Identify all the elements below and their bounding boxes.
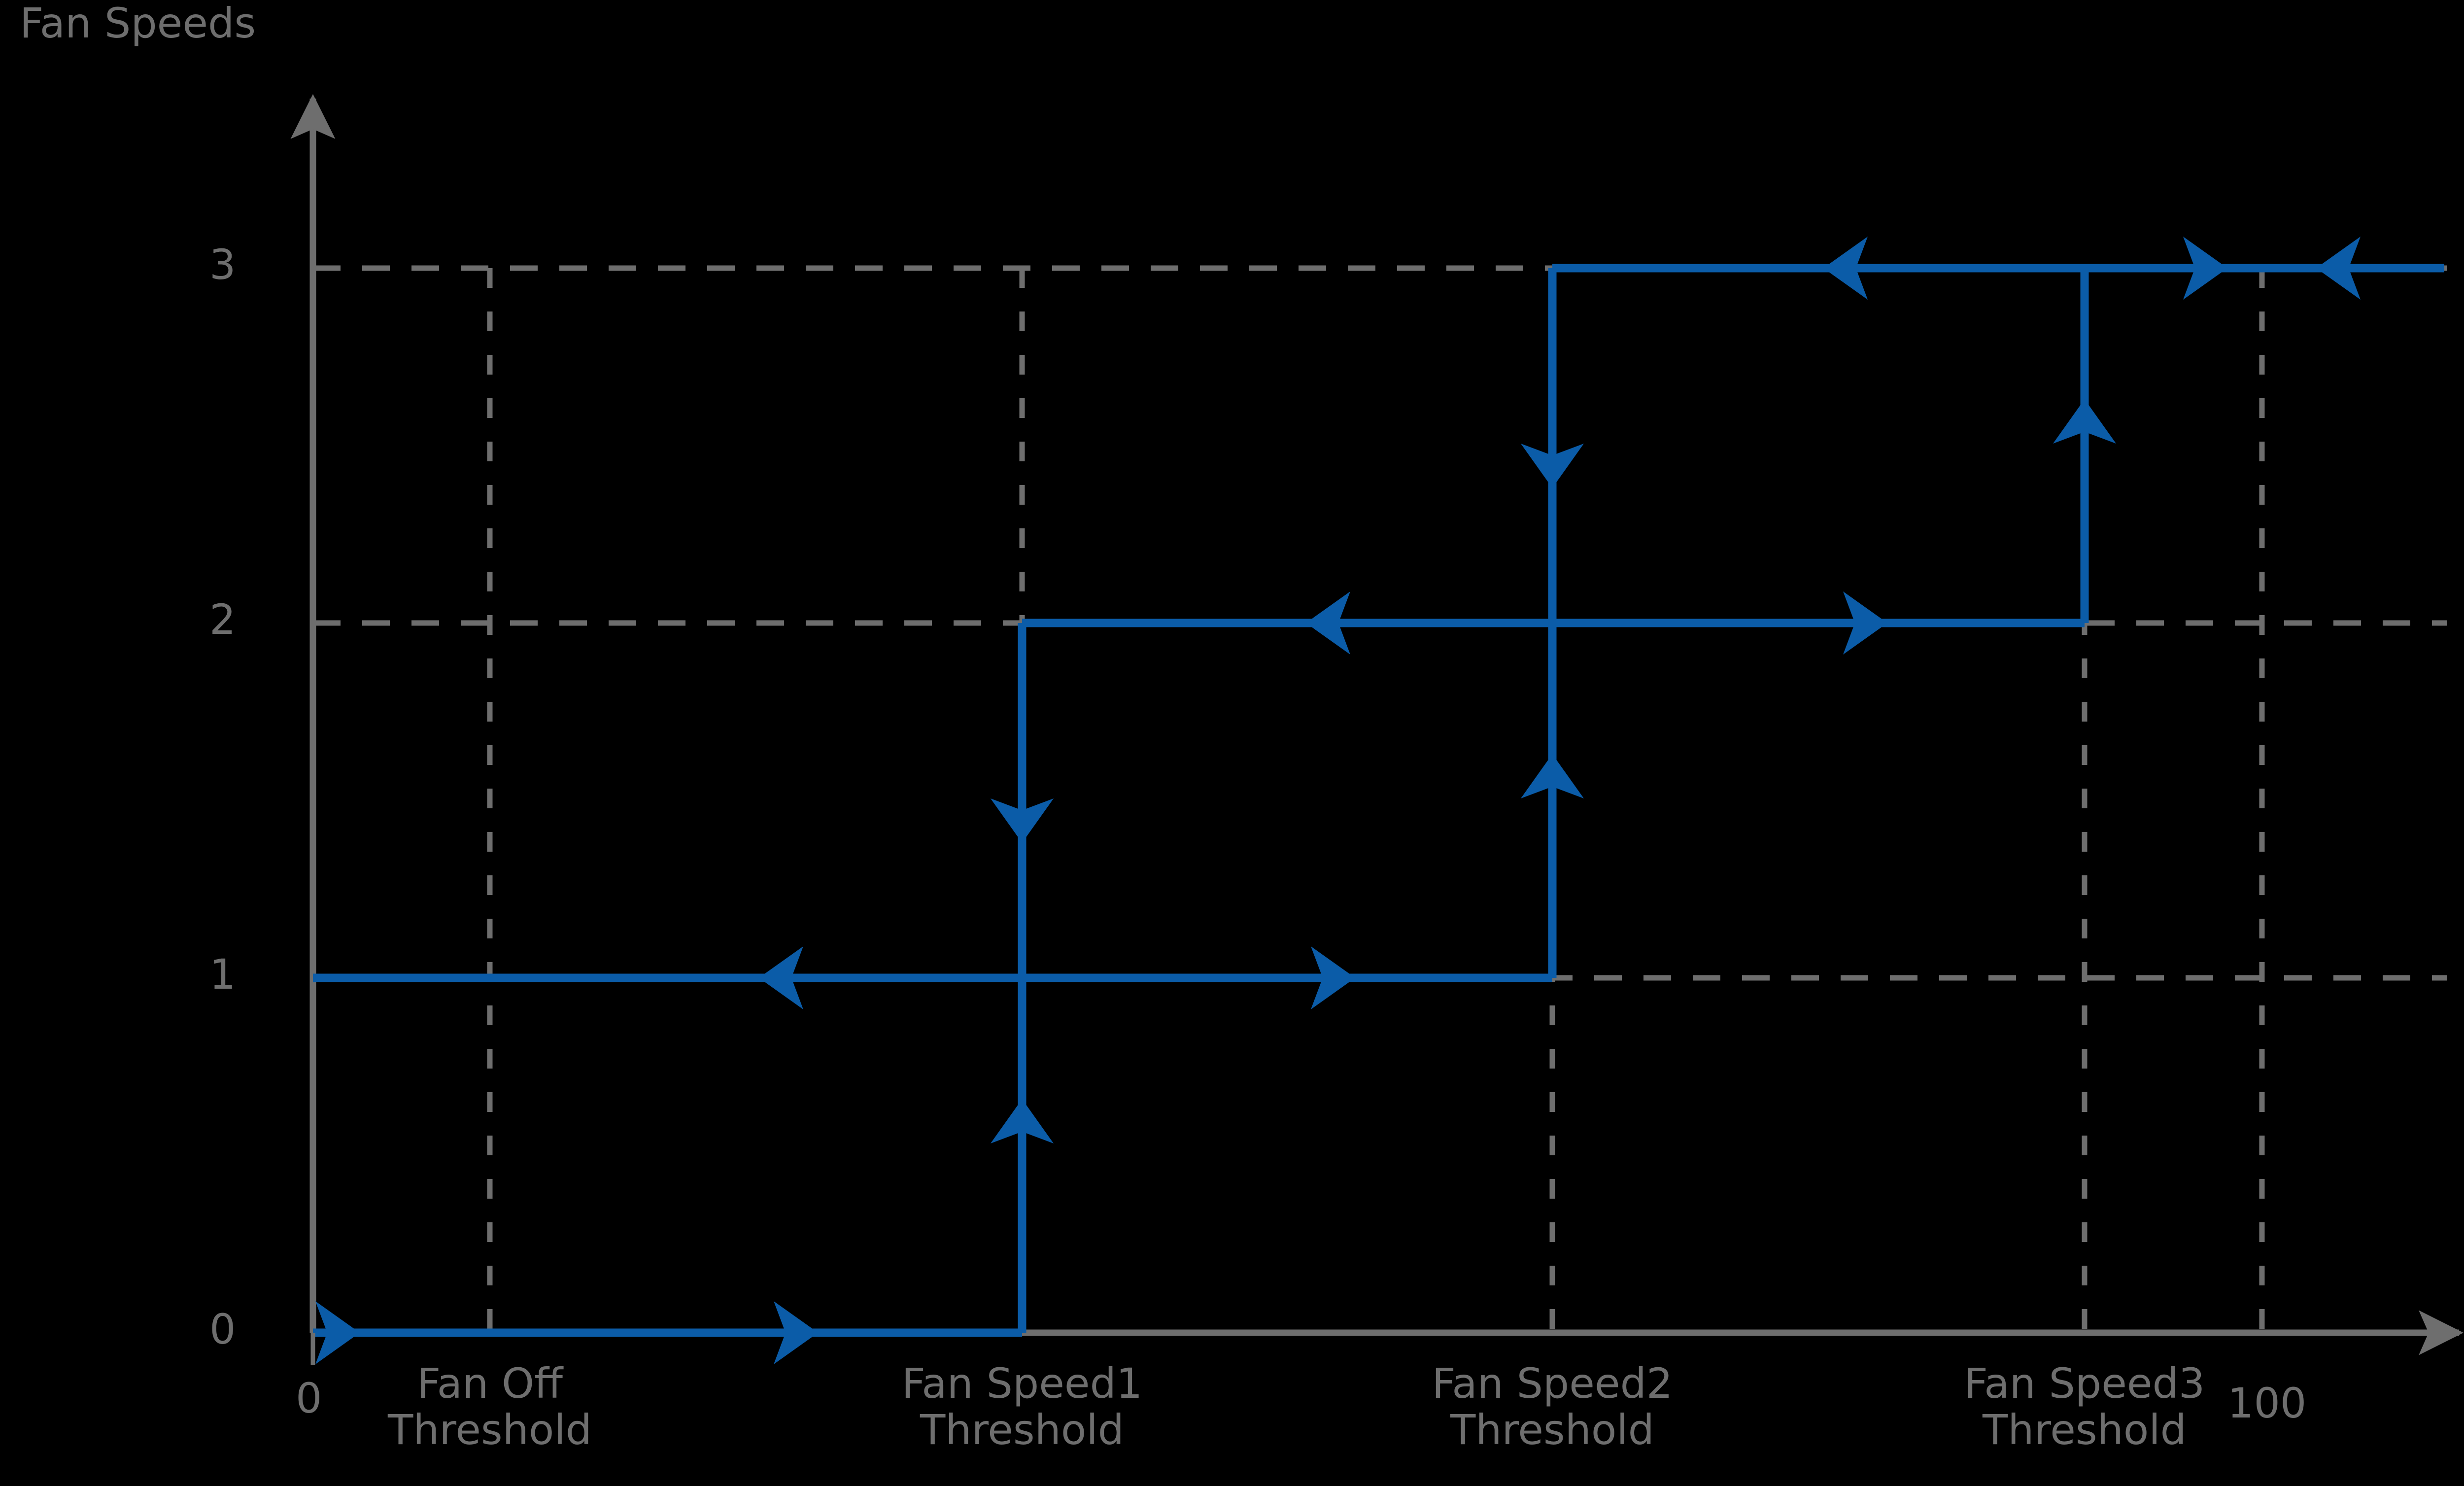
- threshold-label-fan-speed1-line2: Threshold: [920, 1406, 1124, 1454]
- x-tick-label-0: 0: [296, 1374, 322, 1422]
- y-tick-label-0: 0: [209, 1305, 236, 1353]
- y-tick-label-2: 2: [209, 595, 236, 644]
- arrow-left-speed3-a: [1823, 237, 1868, 300]
- arrow-up-fanspeed3: [2053, 399, 2116, 444]
- arrow-right-speed0-a: [315, 1301, 360, 1364]
- x-tick-label-100: 100: [2227, 1379, 2307, 1427]
- arrow-left-speed1: [759, 946, 803, 1009]
- threshold-label-fan-speed1: Fan Speed1 Threshold: [850, 1360, 1195, 1453]
- threshold-label-fan-speed2: Fan Speed2 Threshold: [1380, 1360, 1725, 1453]
- arrow-left-speed2: [1306, 591, 1350, 655]
- threshold-label-fan-speed3-line2: Threshold: [1983, 1406, 2187, 1454]
- threshold-label-fan-speed2-line2: Threshold: [1450, 1406, 1654, 1454]
- arrow-up-fanspeed2: [1521, 754, 1584, 798]
- arrow-right-speed1: [1311, 946, 1355, 1009]
- arrow-right-speed0-b: [774, 1301, 818, 1364]
- arrow-down-fanspeed2: [1521, 444, 1584, 488]
- threshold-label-fan-speed1-line1: Fan Speed1: [901, 1359, 1143, 1408]
- threshold-label-fan-speed3-line1: Fan Speed3: [1964, 1359, 2205, 1408]
- arrow-right-speed2: [1843, 591, 1887, 655]
- gridlines-vertical: [487, 268, 2265, 1333]
- arrow-up-fanspeed1: [991, 1099, 1054, 1143]
- threshold-label-fan-off-line1: Fan Off: [416, 1359, 563, 1408]
- y-tick-label-3: 3: [209, 241, 236, 289]
- arrow-right-speed3: [2183, 237, 2227, 300]
- arrow-left-speed3-b: [2316, 237, 2361, 300]
- hysteresis-curve: [313, 264, 2444, 1337]
- direction-arrowheads: [315, 237, 2361, 1364]
- threshold-label-fan-speed3: Fan Speed3 Threshold: [1912, 1360, 2257, 1453]
- arrow-down-fanspeed1: [991, 798, 1054, 843]
- axes: [290, 94, 2464, 1355]
- threshold-label-fan-speed2-line1: Fan Speed2: [1432, 1359, 1673, 1408]
- y-axis-title: Fan Speeds: [20, 0, 256, 47]
- threshold-label-fan-off-line2: Threshold: [388, 1406, 592, 1454]
- threshold-label-fan-off: Fan Off Threshold: [367, 1360, 613, 1453]
- y-tick-label-1: 1: [209, 950, 236, 999]
